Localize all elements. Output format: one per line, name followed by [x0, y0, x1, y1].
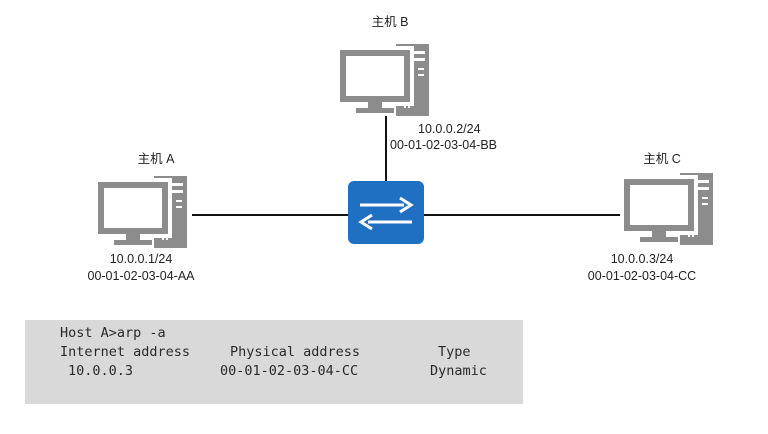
row-physical-address: 00-01-02-03-04-CC	[220, 363, 359, 379]
host-a-ip: 10.0.0.1/24	[109, 252, 173, 266]
arp-terminal: Host A>arp -a Internet address Physical …	[25, 320, 523, 404]
switch-icon	[348, 181, 424, 244]
row-type: Dynamic	[430, 363, 487, 379]
host-c-name: 主机 C	[643, 152, 681, 166]
terminal-command: Host A>arp -a	[60, 325, 166, 341]
host-b-name: 主机 B	[371, 15, 409, 29]
host-c-ip: 10.0.0.3/24	[610, 252, 674, 266]
header-internet-address: Internet address	[60, 344, 191, 360]
host-c-computer-icon	[620, 171, 715, 247]
host-b-mac: 00-01-02-03-04-BB	[390, 138, 498, 152]
row-internet-address: 10.0.0.3	[68, 363, 134, 379]
header-type: Type	[438, 344, 471, 360]
host-c-mac: 00-01-02-03-04-CC	[587, 269, 697, 283]
host-b-ip: 10.0.0.2/24	[418, 122, 481, 136]
host-a-name: 主机 A	[137, 152, 175, 166]
host-a-computer-icon	[94, 174, 189, 250]
header-physical-address: Physical address	[230, 344, 361, 360]
host-a-mac: 00-01-02-03-04-AA	[87, 269, 195, 283]
host-b-computer-icon	[336, 42, 431, 118]
